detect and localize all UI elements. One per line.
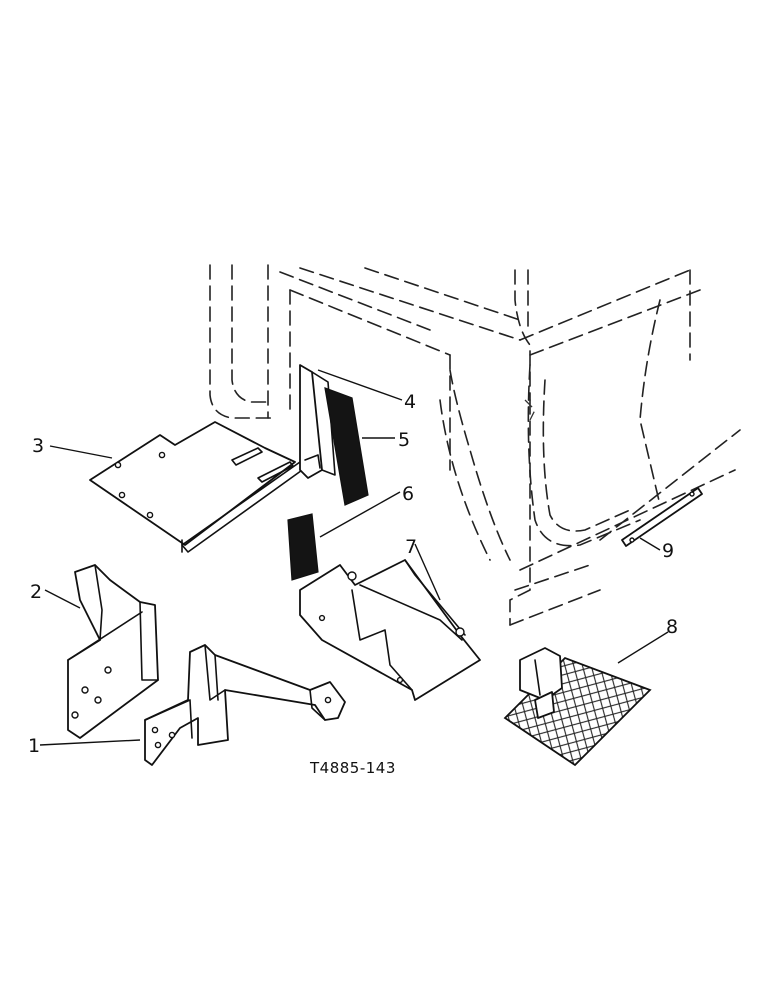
mount-hole — [158, 451, 166, 459]
mount-hole — [151, 726, 159, 734]
mount-hole — [318, 614, 326, 622]
part-5-seal-strip — [324, 387, 369, 506]
part-4-side-bracket — [299, 364, 336, 479]
callout-6: 6 — [402, 483, 414, 505]
callout-7: 7 — [405, 536, 417, 558]
mount-hole — [629, 537, 635, 543]
mount-hole — [81, 686, 89, 694]
callout-8: 8 — [666, 616, 678, 638]
pivot-hole — [455, 627, 465, 637]
mount-hole — [114, 461, 122, 469]
part-6-seal-pad — [287, 513, 319, 581]
part-8-mesh-step — [503, 647, 652, 767]
mount-hole — [396, 676, 404, 684]
mount-hole — [94, 696, 102, 704]
mount-hole — [118, 491, 126, 499]
cab-outline-phantom — [209, 264, 741, 626]
part-9-flat-strip — [621, 487, 703, 547]
part-3-floor-plate — [89, 421, 306, 553]
callout-2: 2 — [30, 581, 42, 603]
callout-1: 1 — [28, 735, 40, 757]
callout-3: 3 — [32, 435, 44, 457]
mount-hole — [146, 511, 154, 519]
mount-hole — [154, 741, 162, 749]
part-2-step-bracket — [67, 564, 159, 739]
callout-labels: 1 2 3 4 5 6 7 8 9 — [28, 391, 678, 757]
part-1-support-arm — [144, 644, 346, 766]
mount-hole — [104, 666, 112, 674]
leader-lines — [39, 369, 669, 746]
mount-hole — [689, 491, 695, 497]
mount-hole — [324, 696, 332, 704]
callout-4: 4 — [404, 391, 416, 413]
mount-hole — [168, 731, 176, 739]
pivot-hole — [347, 571, 357, 581]
drawing-reference-code: T4885-143 — [309, 759, 396, 777]
part-7-formed-panel — [299, 559, 481, 701]
callout-9: 9 — [662, 540, 674, 562]
callout-5: 5 — [398, 429, 410, 451]
mount-hole — [71, 711, 79, 719]
